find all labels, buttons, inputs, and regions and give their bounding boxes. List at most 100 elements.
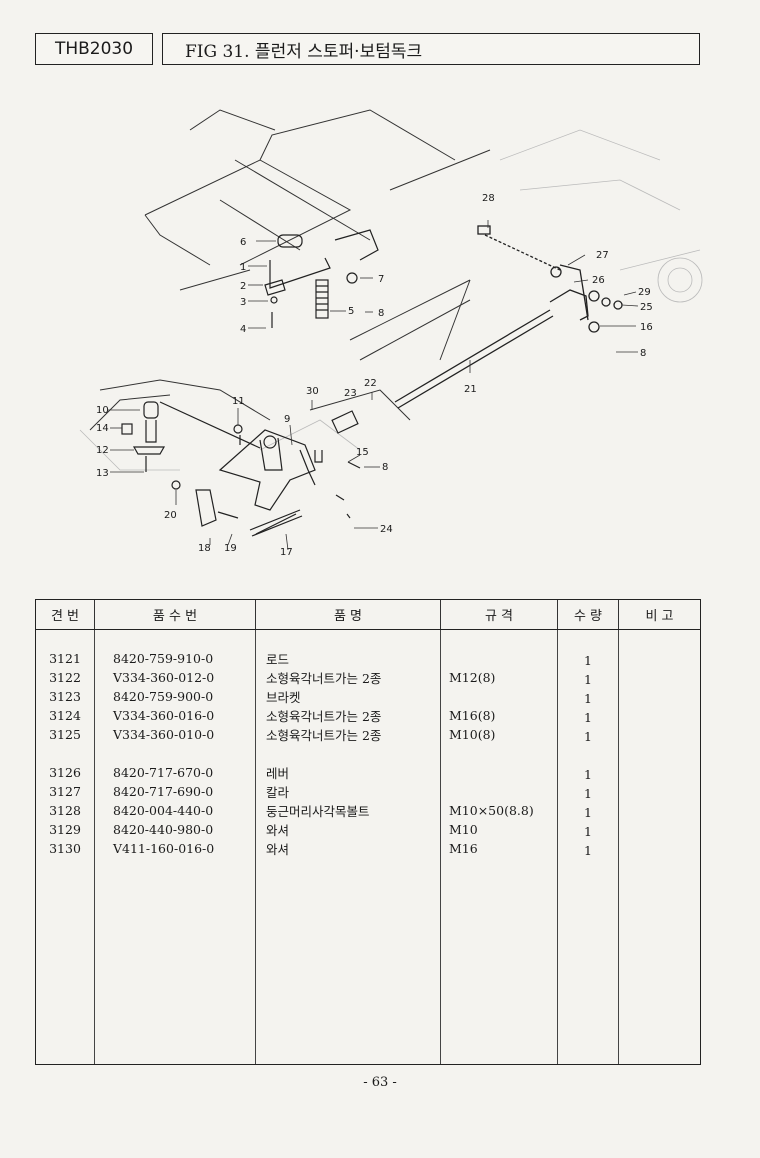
callout-label: 15 [356,447,369,458]
plate-assembly [121,401,361,537]
table-row: 3126 8420-717-670-0 레버 1 [35,763,701,782]
parts-table: 견 번 품 수 번 품 명 규 격 수 량 비 고 3121 8420-759-… [35,599,701,1065]
qty-cell: 1 [557,820,619,839]
spec-cell: M10×50(8.8) [440,801,558,820]
part-no-cell: 8420-440-980-0 [94,820,256,839]
callout-label: 9 [284,414,290,425]
callout-label: 23 [344,388,357,399]
part-no-cell: V334-360-012-0 [94,668,256,687]
table-header-row: 견 번 품 수 번 품 명 규 격 수 량 비 고 [35,599,701,630]
col-header-spec: 규 격 [440,599,558,630]
callout-label: 5 [348,306,354,317]
table-row: 3123 8420-759-900-0 브라켓 1 [35,687,701,706]
description-cell: 와셔 [255,839,441,858]
callout-label: 24 [380,524,393,535]
note-cell [618,782,701,801]
callout-label: 6 [240,237,246,248]
spec-cell [440,687,558,706]
ref-no-cell: 3124 [35,706,95,725]
lever-assembly [264,229,379,328]
page-number: - 63 - [363,1075,397,1090]
part-no-cell: 8420-759-910-0 [94,649,256,668]
spec-cell: M16(8) [440,706,558,725]
ghost-frame-lines [79,129,703,471]
table-row: 3125 V334-360-010-0 소형육각너트가는 2종 M10(8) 1 [35,725,701,744]
part-no-cell: 8420-759-900-0 [94,687,256,706]
table-row: 3124 V334-360-016-0 소형육각너트가는 2종 M16(8) 1 [35,706,701,725]
ref-no-cell: 3128 [35,801,95,820]
callout-label: 16 [640,322,653,333]
callout-label: 13 [96,468,109,479]
spec-cell: M10(8) [440,725,558,744]
callout-label: 21 [464,384,477,395]
callout-label: 8 [378,308,384,319]
description-cell: 와셔 [255,820,441,839]
ref-no-cell: 3123 [35,687,95,706]
table-row: 3121 8420-759-910-0 로드 1 [35,649,701,668]
spec-cell [440,763,558,782]
col-header-part-no: 품 수 번 [94,599,256,630]
callout-label: 17 [280,547,293,558]
part-no-cell: V411-160-016-0 [94,839,256,858]
callout-label: 20 [164,510,177,521]
qty-cell: 1 [557,687,619,706]
description-cell: 둥근머리사각목볼트 [255,801,441,820]
model-label: THB2030 [35,33,153,65]
callout-label: 1 [240,262,246,273]
qty-cell: 1 [557,649,619,668]
note-cell [618,801,701,820]
col-header-qty: 수 량 [557,599,619,630]
description-cell: 소형육각너트가는 2종 [255,668,441,687]
note-cell [618,649,701,668]
callout-label: 25 [640,302,653,313]
note-cell [618,706,701,725]
description-cell: 브라켓 [255,687,441,706]
callout-label: 29 [638,287,651,298]
note-cell [618,687,701,706]
part-no-cell: 8420-717-670-0 [94,763,256,782]
ref-no-cell: 3125 [35,725,95,744]
spec-cell: M10 [440,820,558,839]
spacer-row [35,629,701,649]
qty-cell: 1 [557,668,619,687]
note-cell [618,820,701,839]
callout-label: 3 [240,297,246,308]
qty-cell: 1 [557,801,619,820]
callout-label: 8 [382,462,388,473]
qty-cell: 1 [557,706,619,725]
callout-label: 10 [96,405,109,416]
ref-no-cell: 3127 [35,782,95,801]
part-no-cell: V334-360-016-0 [94,706,256,725]
callout-label: 19 [224,543,237,554]
model-text: THB2030 [54,39,134,59]
callout-label: 18 [198,543,211,554]
figure-title: FIG 31. 플런저 스토퍼·보텀독크 [185,41,423,62]
spec-cell [440,649,558,668]
note-cell [618,839,701,858]
qty-cell: 1 [557,725,619,744]
col-header-ref-no: 견 번 [35,599,95,630]
ref-no-cell: 3126 [35,763,95,782]
figure-title-box: FIG 31. 플런저 스토퍼·보텀독크 [162,33,700,65]
rod-assembly [394,225,623,409]
callout-label: 27 [596,250,609,261]
qty-cell: 1 [557,839,619,858]
spec-cell: M12(8) [440,668,558,687]
leader-lines [108,220,639,551]
table-row: 3127 8420-717-690-0 칼라 1 [35,782,701,801]
spec-cell [440,782,558,801]
note-cell [618,725,701,744]
callout-label: 28 [482,193,495,204]
table-filler-row [35,858,701,1065]
qty-cell: 1 [557,763,619,782]
machine-frame-lines [89,109,491,431]
ref-no-cell: 3121 [35,649,95,668]
description-cell: 칼라 [255,782,441,801]
ref-no-cell: 3122 [35,668,95,687]
callout-label: 7 [378,274,384,285]
part-no-cell: 8420-717-690-0 [94,782,256,801]
ref-no-cell: 3129 [35,820,95,839]
description-cell: 레버 [255,763,441,782]
part-no-cell: V334-360-010-0 [94,725,256,744]
callout-label: 2 [240,281,246,292]
